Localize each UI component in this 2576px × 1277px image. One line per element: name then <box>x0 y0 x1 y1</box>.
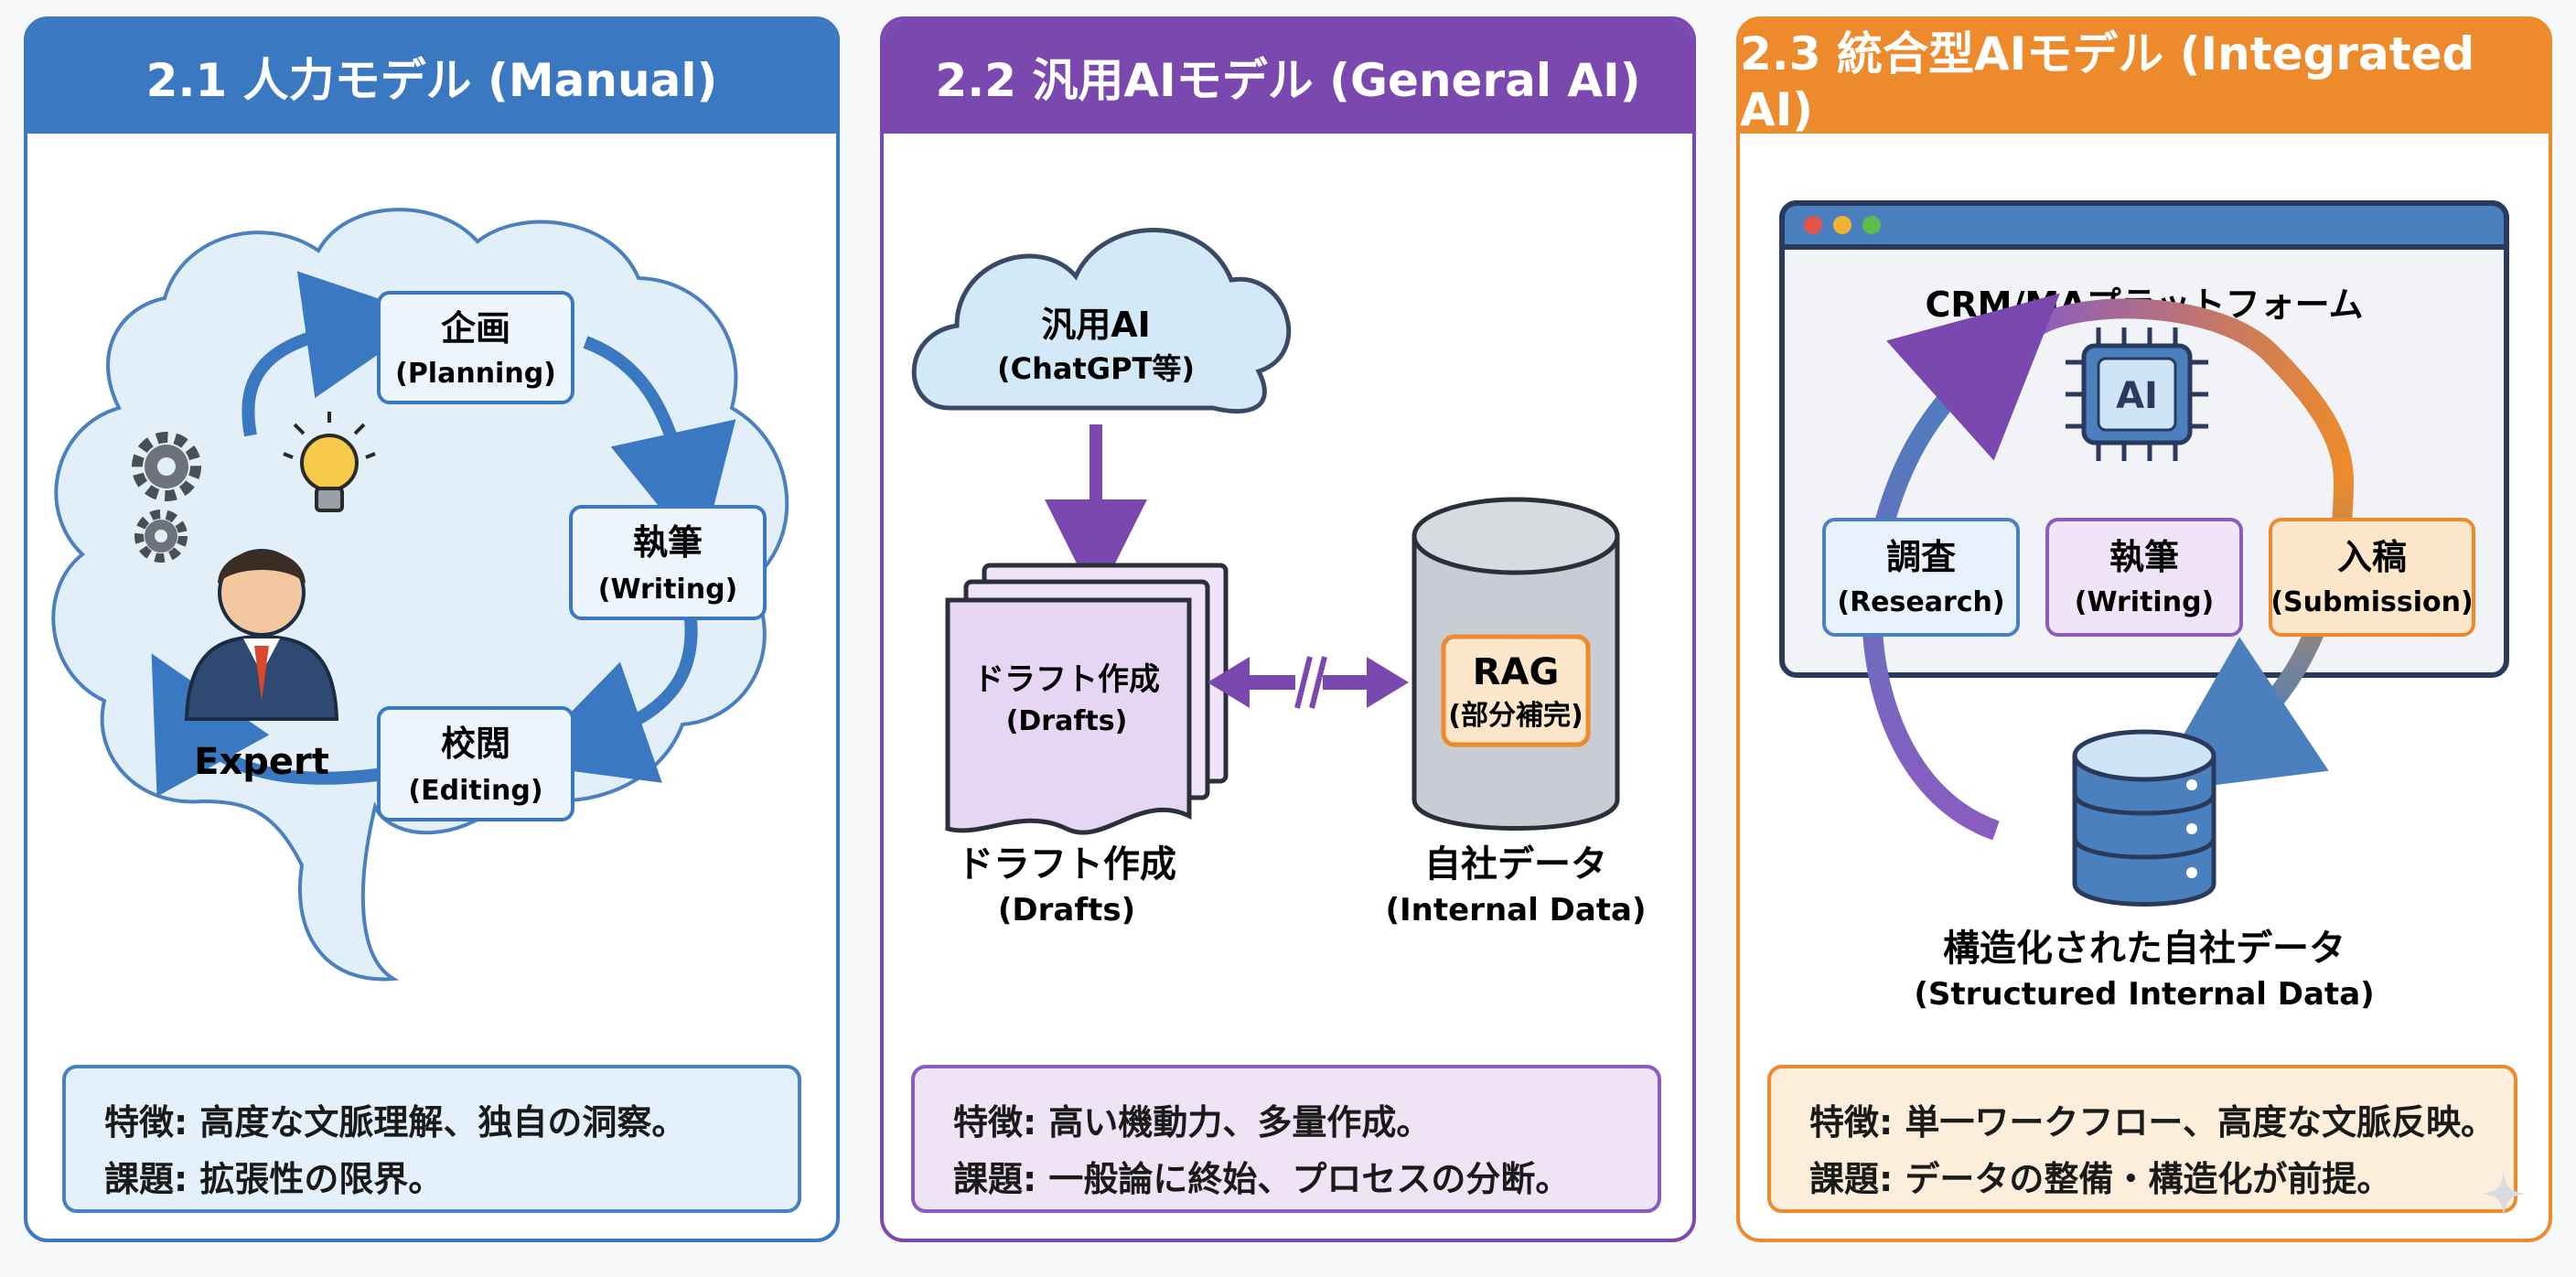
step-writing-ja: 執筆 <box>633 522 703 563</box>
window-minimize-dot <box>1833 216 1852 234</box>
db-caption-en: (Internal Data) <box>1385 892 1646 928</box>
footer-manual-feature: 特徴: 高度な文脈理解、独自の洞察。 <box>104 1102 687 1143</box>
general-diagram: 汎用AI (ChatGPT等) ドラフト作成 (Drafts) <box>911 228 1647 928</box>
rag-sub-label: (部分補完) <box>1448 700 1583 732</box>
structured-db-caption-en: (Structured Internal Data) <box>1914 976 2374 1013</box>
step-planning-ja: 企画 <box>441 308 510 349</box>
db-caption-ja: 自社データ <box>1424 843 1607 885</box>
panel-general: 2.2 汎用AIモデル (General AI) 汎用AI (ChatGPT等)… <box>880 16 1696 1242</box>
footer-manual-issue: 課題: 拡張性の限界。 <box>104 1159 444 1199</box>
draft-caption-en: (Drafts) <box>998 892 1135 928</box>
rag-label: RAG <box>1473 651 1560 693</box>
step-planning: 企画 (Planning) <box>377 291 574 404</box>
step-writing-integrated: 執筆 (Writing) <box>2045 518 2243 637</box>
structured-db-caption-ja: 構造化された自社データ <box>1943 928 2345 970</box>
step-editing-en: (Editing) <box>408 775 542 807</box>
footer-general-feature: 特徴: 高い機動力、多量作成。 <box>953 1102 1432 1143</box>
step-writing-integrated-ja: 執筆 <box>2109 537 2179 577</box>
step-writing-en: (Writing) <box>598 574 738 606</box>
footer-general-issue: 課題: 一般論に終始、プロセスの分断。 <box>953 1159 1571 1199</box>
step-writing: 執筆 (Writing) <box>569 505 767 620</box>
panel-integrated-body: CRM/MAプラットフォーム AI <box>1740 134 2549 1239</box>
structured-database-icon <box>2072 729 2216 907</box>
draft-caption-ja: ドラフト作成 <box>957 843 1176 885</box>
panel-manual-title: 2.1 人力モデル (Manual) <box>145 54 718 107</box>
panel-manual-header: 2.1 人力モデル (Manual) <box>27 20 836 134</box>
draft-card-ja: ドラフト作成 <box>973 661 1160 698</box>
lightbulb-icon <box>283 412 376 512</box>
step-research-ja: 調査 <box>1886 537 1956 577</box>
step-editing: 校閲 (Editing) <box>377 706 574 821</box>
cloud-label-ja: 汎用AI <box>1041 305 1151 345</box>
panel-general-header: 2.2 汎用AIモデル (General AI) <box>884 20 1692 134</box>
window-close-dot <box>1804 216 1822 234</box>
rag-box: RAG (部分補完) <box>1441 634 1591 747</box>
step-editing-ja: 校閲 <box>441 724 510 764</box>
gear-icon-small <box>134 510 188 563</box>
step-submission-ja: 入稿 <box>2337 537 2407 577</box>
gear-icon <box>132 432 201 501</box>
panel-integrated: 2.3 統合型AIモデル (Integrated AI) <box>1736 16 2552 1242</box>
chip-label: AI <box>2116 375 2158 417</box>
step-writing-integrated-en: (Writing) <box>2075 586 2215 618</box>
panel-general-title: 2.2 汎用AIモデル (General AI) <box>935 54 1641 107</box>
step-planning-en: (Planning) <box>395 358 556 390</box>
cycle-arrow-top <box>2023 298 2354 482</box>
integrated-diagram: CRM/MAプラットフォーム AI <box>1779 200 2509 1013</box>
cloud-label-en: (ChatGPT等) <box>997 351 1195 386</box>
panel-manual: 2.1 人力モデル (Manual) 企画 (Planning) <box>24 16 840 1242</box>
expert-avatar <box>184 549 339 721</box>
step-research: 調査 (Research) <box>1822 518 2020 637</box>
cloud-icon <box>911 228 1292 414</box>
footer-manual: 特徴: 高度な文脈理解、独自の洞察。 課題: 拡張性の限界。 <box>62 1065 801 1213</box>
arrow-planning-to-writing <box>583 336 736 559</box>
arrow-editing-to-expert <box>151 653 385 797</box>
panel-integrated-header: 2.3 統合型AIモデル (Integrated AI) <box>1740 20 2549 136</box>
draft-card-en: (Drafts) <box>1006 705 1128 737</box>
ai-chip-icon: AI <box>2066 327 2208 461</box>
panel-integrated-title: 2.3 統合型AIモデル (Integrated AI) <box>1740 27 2475 136</box>
footer-integrated: 特徴: 単一ワークフロー、高度な文脈反映。 課題: データの整備・構造化が前提。 <box>1767 1065 2517 1213</box>
broken-link-arrow <box>1208 656 1409 709</box>
expert-label: Expert <box>194 741 329 783</box>
footer-integrated-feature: 特徴: 単一ワークフロー、高度な文脈反映。 <box>1809 1102 2496 1143</box>
sparkle-icon <box>2481 1171 2527 1217</box>
footer-integrated-issue: 課題: データの整備・構造化が前提。 <box>1809 1159 2392 1199</box>
arrow-expert-to-planning <box>242 271 434 437</box>
footer-general: 特徴: 高い機動力、多量作成。 課題: 一般論に終始、プロセスの分断。 <box>911 1065 1661 1213</box>
panel-manual-body: 企画 (Planning) 執筆 (Writing) 校閲 (Editing) <box>27 134 836 1239</box>
step-research-en: (Research) <box>1837 586 2004 618</box>
draft-stack <box>945 563 1229 835</box>
manual-diagram: 企画 (Planning) 執筆 (Writing) 校閲 (Editing) <box>51 208 789 982</box>
step-submission-en: (Submission) <box>2270 586 2473 618</box>
window-maximize-dot <box>1862 216 1881 234</box>
panel-general-body: 汎用AI (ChatGPT等) ドラフト作成 (Drafts) <box>884 134 1692 1239</box>
step-submission: 入稿 (Submission) <box>2269 518 2475 637</box>
